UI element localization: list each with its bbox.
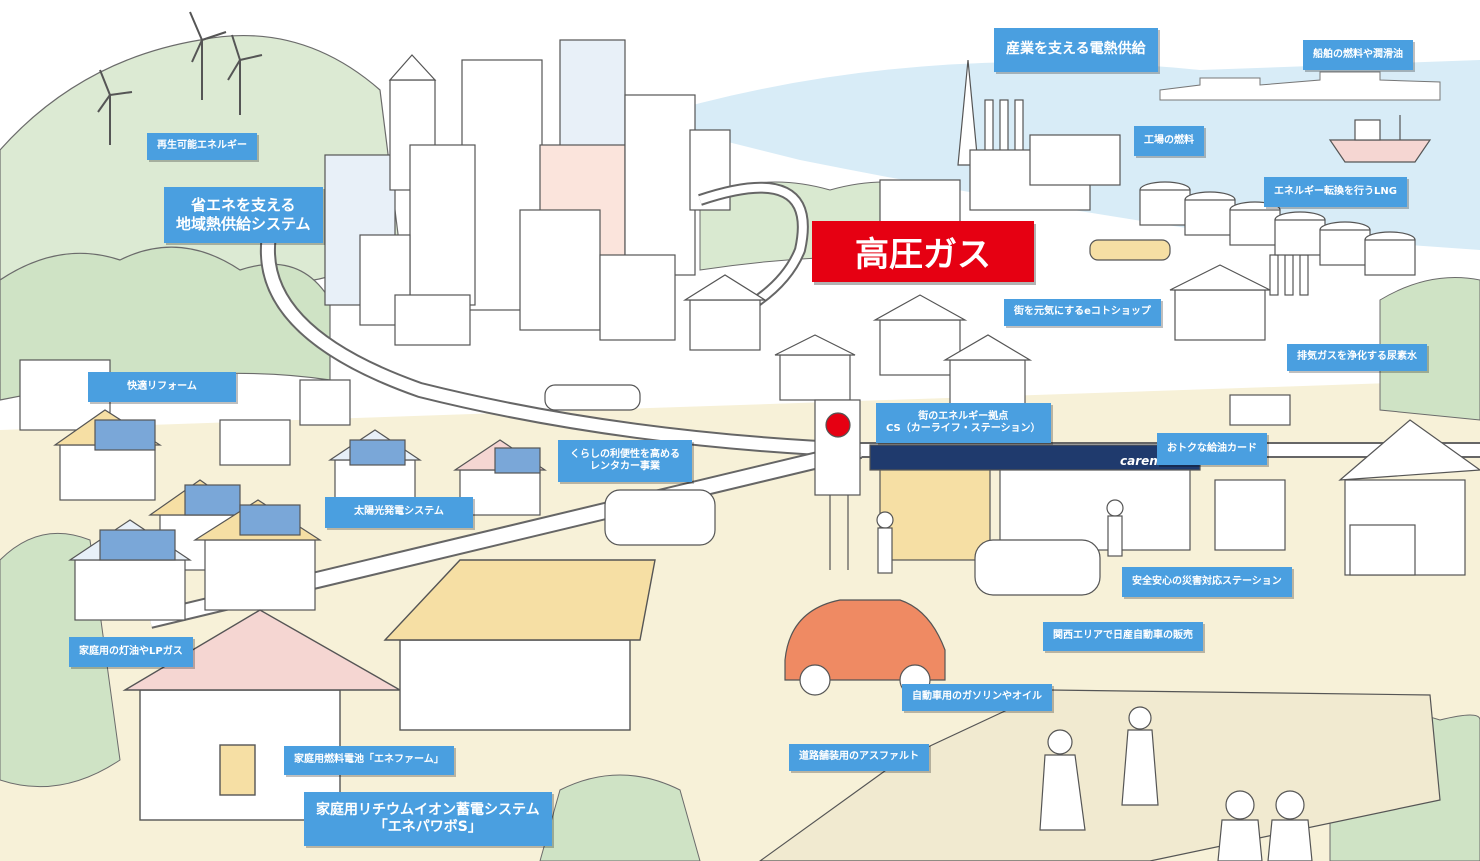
energy-hub-label[interactable]: 街のエネルギー拠点 CS（カーライフ・ステーション） [876,403,1051,443]
urea-label[interactable]: 排気ガスを浄化する尿素水 [1287,344,1427,371]
industry-heat-label[interactable]: 産業を支える電熱供給 [994,28,1158,72]
district-heat-line2: 地域熱供給システム [176,215,311,233]
far-skyline [1159,71,1441,101]
rental-car-line1: くらしの利便性を高める [570,448,680,460]
district-heat-line1: 省エネを支える [191,196,296,215]
house-right [1338,419,1480,576]
houses-middle [299,264,1271,426]
nissan-sales-label[interactable]: 関西エリアで日産自動車の販売 [1043,622,1203,651]
fuel-card-label[interactable]: おトクな給油カード [1157,433,1267,465]
energy-hub-line2: CS（カーライフ・ステーション） [886,423,1041,434]
rental-car-line2: レンタカー事業 [590,461,660,472]
rental-car-label[interactable]: くらしの利便性を高める レンタカー事業 [558,440,692,482]
vehicles [544,239,1291,696]
energy-hub-line1: 街のエネルギー拠点 [918,410,1009,422]
city-buildings [324,39,731,346]
gasoline-oil-label[interactable]: 自動車用のガソリンやオイル [902,684,1052,711]
enefarm-label[interactable]: 家庭用燃料電池「エネファーム」 [284,746,454,775]
eco-shop-label[interactable]: 街を元気にするeコトショップ [1004,299,1161,326]
ship-fuel-label[interactable]: 船舶の燃料や潤滑油 [1303,40,1413,70]
home-battery-line2: 「エネパワボS」 [373,819,482,835]
reform-label[interactable]: 快適リフォーム [88,372,236,402]
district-heat-label[interactable]: 省エネを支える 地域熱供給システム [164,187,323,243]
home-battery-label[interactable]: 家庭用リチウムイオン蓄電システム 「エネパワボS」 [304,792,552,846]
solar-label[interactable]: 太陽光発電システム [325,497,473,528]
disaster-station-label[interactable]: 安全安心の災害対応ステーション [1122,567,1292,597]
asphalt-label[interactable]: 道路舗装用のアスファルト [789,744,929,771]
houses-left [19,359,547,621]
factory-fuel-label[interactable]: 工場の燃料 [1134,126,1204,156]
home-kerosene-lp-label[interactable]: 家庭用の灯油やLPガス [69,637,193,667]
wind-turbines [97,11,263,145]
home-battery-line1: 家庭用リチウムイオン蓄電システム [316,801,540,818]
gas-station [814,399,1286,570]
lng-tanks [1139,181,1416,276]
ship [1328,115,1432,163]
tree-belt-bottom [539,774,701,861]
lng-label[interactable]: エネルギー転換を行うLNG [1264,177,1407,207]
renewable-energy-label[interactable]: 再生可能エネルギー [147,133,257,160]
hill-right [1379,277,1480,421]
high-pressure-gas-label[interactable]: 高圧ガス [812,221,1034,282]
people [876,499,1313,861]
